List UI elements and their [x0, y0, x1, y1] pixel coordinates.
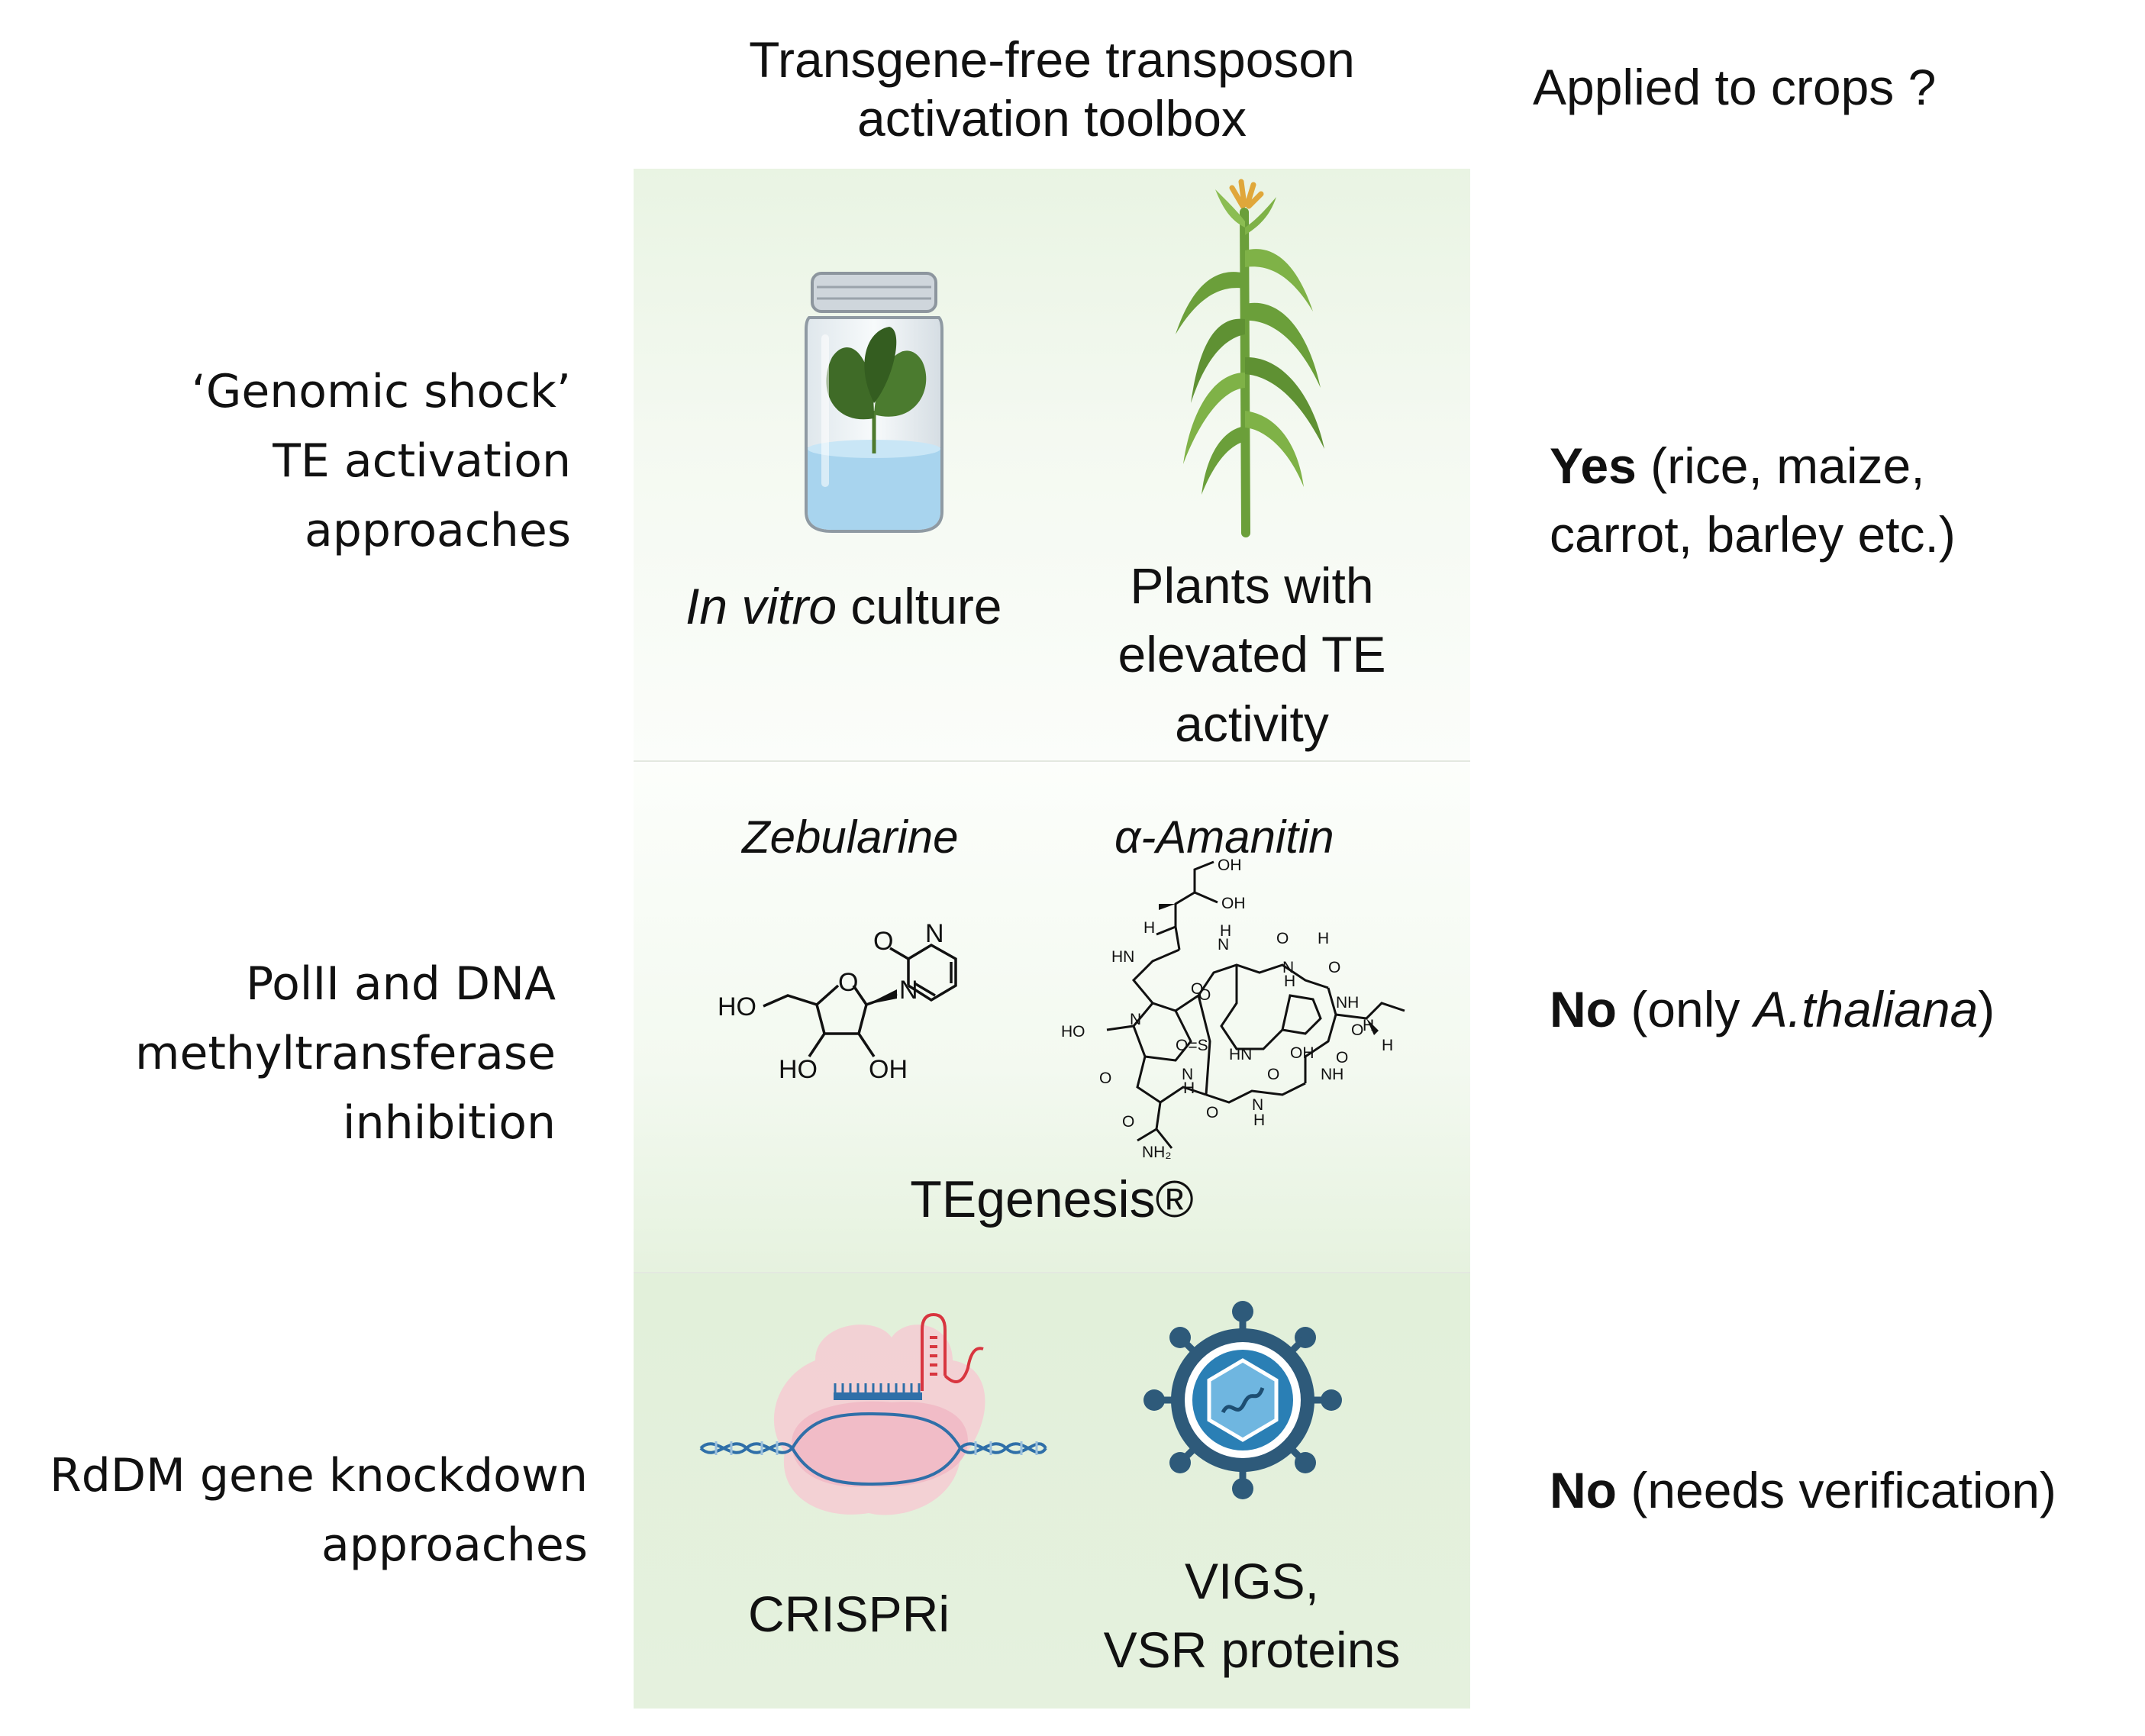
atom-label: OH: [1290, 1044, 1314, 1062]
answer-rddm: No (needs verification): [1550, 1462, 2056, 1518]
in-vitro-culture-label: In vitro culture: [685, 578, 1002, 634]
answer-genomic-shock: Yes (rice, maize, carrot, barley etc.): [1550, 437, 1956, 563]
atom-label: OH: [869, 1055, 908, 1084]
atom-label: O: [873, 927, 893, 956]
atom-label: HO: [779, 1055, 818, 1084]
atom-label: O: [1351, 1021, 1363, 1039]
row-label-inhibition: PolII and DNA methyltransferase inhibiti…: [135, 957, 556, 1150]
toolbox-panel-rddm: [634, 1273, 1470, 1709]
atom-label: OH: [1221, 895, 1246, 912]
toolbox-panel-genomic-shock: [634, 169, 1470, 761]
virus-icon: [1143, 1301, 1342, 1499]
atom-label: O: [1122, 1113, 1134, 1131]
atom-label: O: [1191, 980, 1203, 998]
atom-label: H: [1318, 930, 1329, 947]
atom-label: HO: [718, 992, 756, 1021]
atom-label: O: [1336, 1049, 1348, 1066]
atom-label: H: [1253, 1112, 1265, 1129]
applied-to-crops-header: Applied to crops ?: [1533, 59, 1937, 115]
amanitin-label: α-Amanitin: [1114, 812, 1334, 863]
atom-label: H: [1220, 922, 1231, 940]
tegenesis-brand-label: TEgenesis®: [910, 1170, 1194, 1228]
answer-inhibition: No (only A.thaliana): [1550, 981, 1995, 1037]
atom-label: O=S: [1176, 1037, 1208, 1054]
atom-label: H: [1382, 1037, 1393, 1054]
toolbox-title: Transgene-free transposon activation too…: [749, 31, 1355, 147]
amanitin-structure-icon: OH OH H HN O H N O N H O NH HO O O=S HN …: [1061, 857, 1405, 1161]
atom-label: O: [838, 968, 858, 997]
zebularine-label: Zebularine: [742, 812, 959, 863]
atom-label: HO: [1061, 1023, 1085, 1041]
atom-label: O: [1099, 1070, 1111, 1087]
atom-label: H: [1183, 1079, 1195, 1097]
atom-label: H: [1284, 973, 1295, 990]
atom-label: H: [1143, 919, 1155, 937]
atom-label: HN: [1111, 948, 1134, 966]
atom-label: O: [1198, 986, 1211, 1004]
atom-label: N: [1182, 1066, 1193, 1083]
row-label-rddm: RdDM gene knockdown approaches: [50, 1449, 588, 1573]
atom-label: OH: [1218, 857, 1242, 874]
panel-divider: [634, 1272, 1470, 1273]
zebularine-structure-icon: O N O N HO HO OH: [718, 919, 957, 1084]
atom-label: NH₂: [1142, 1144, 1171, 1161]
atom-label: NH: [1321, 1066, 1343, 1083]
atom-label: N: [1252, 1096, 1263, 1114]
atom-label: O: [1276, 930, 1289, 947]
atom-label: N: [1282, 959, 1294, 976]
atom-label: HN: [1229, 1046, 1252, 1063]
atom-label: N: [1130, 1011, 1141, 1028]
row-label-genomic-shock: ‘Genomic shock’ TE activation approaches: [191, 365, 571, 558]
crispri-label: CRISPRi: [748, 1586, 950, 1642]
atom-label: O: [1206, 1104, 1218, 1121]
atom-label: N: [899, 976, 918, 1005]
vigs-vsr-label: VIGS, VSR proteins: [1103, 1553, 1401, 1679]
toolbox-panel-inhibition: [634, 763, 1470, 1272]
panel-divider: [634, 760, 1470, 762]
atom-label: H: [1363, 1017, 1374, 1034]
elevated-te-plants-label: Plants with elevated TE activity: [1118, 557, 1386, 752]
atom-label: N: [925, 919, 944, 948]
atom-label: O: [1267, 1066, 1279, 1083]
crispri-dna-icon: [699, 1312, 1047, 1515]
jar-plantlet-icon: [805, 272, 943, 533]
atom-label: O: [1328, 959, 1340, 976]
atom-label: N: [1218, 936, 1229, 954]
maize-plant-icon: [1176, 179, 1324, 537]
atom-label: NH: [1336, 994, 1359, 1012]
